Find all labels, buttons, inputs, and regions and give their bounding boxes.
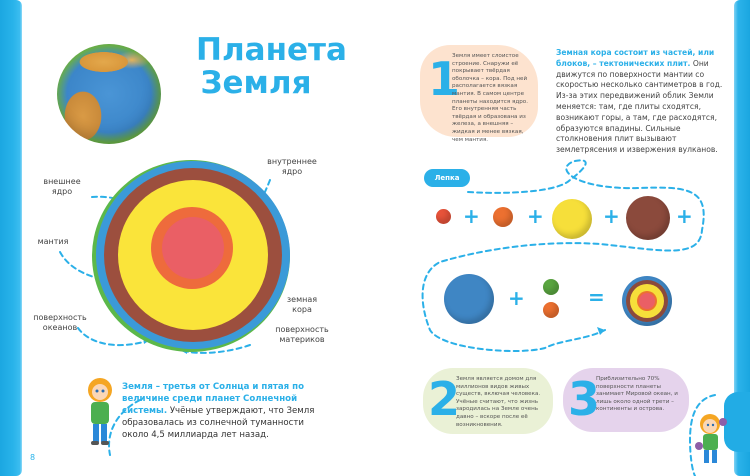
page-title-line-1: Планета	[196, 32, 347, 68]
cartoon-boy-with-balls-illustration	[695, 414, 727, 463]
model-inner-core	[639, 293, 655, 309]
plus-sign: +	[508, 286, 525, 310]
plates-text: Они движутся по поверхности мантии со ск…	[556, 58, 723, 155]
plates-paragraph: Земная кора состоит из частей, или блоко…	[556, 48, 728, 156]
page-title-line-2: Земля	[200, 65, 312, 101]
brown-ball	[626, 196, 670, 240]
red-ball	[436, 209, 451, 224]
plus-sign: +	[676, 204, 693, 228]
page-title: Планета Земля	[196, 32, 347, 101]
blue-ball	[444, 274, 494, 324]
fact-text-2: Земля является домом для миллионов видов…	[456, 376, 541, 428]
fact-text-1: Земля имеет слоистое строение. Снаружи е…	[452, 53, 528, 143]
label-ocean-surface: поверхность океанов	[33, 313, 87, 332]
fact-bubble-2	[423, 368, 553, 434]
plasticine-globe-image	[57, 44, 161, 144]
fact-number-3: 3	[568, 372, 601, 426]
plus-sign: +	[463, 204, 480, 228]
blue-plasticine-blob	[724, 392, 750, 452]
label-crust: земная кора	[286, 295, 318, 314]
fact-number-2: 2	[428, 372, 461, 426]
intro-text: Учёные утверждают, что Земля образовалас…	[122, 406, 315, 440]
intro-highlight: Земля – третья от Солнца и пятая по вели…	[122, 382, 305, 416]
green-ball	[543, 279, 559, 295]
blue-plasticine-edge-right	[734, 0, 750, 476]
fact-bubble-3	[563, 368, 689, 432]
label-mantle: мантия	[37, 237, 69, 246]
label-outer-core: внешнее ядро	[43, 177, 81, 196]
cartoon-boy-illustration	[88, 378, 112, 445]
plates-highlight: Земная кора состоит из частей, или блоко…	[556, 48, 715, 68]
modeling-tag: Лепка	[424, 169, 470, 187]
fact-bubble-1	[420, 45, 538, 137]
small-orange-ball	[543, 302, 559, 318]
orange-ball	[493, 207, 513, 227]
yellow-ball	[552, 199, 592, 239]
label-inner-core: внутреннее ядро	[267, 157, 317, 176]
label-continent-surface: поверхность материков	[275, 325, 329, 344]
page-number: 8	[30, 453, 36, 462]
fact-number-1: 1	[428, 52, 461, 106]
fact-text-3: Приблизительно 70% поверхности планеты з…	[596, 376, 678, 413]
plus-sign: +	[603, 204, 620, 228]
layer-inner-core	[162, 217, 224, 279]
blue-plasticine-edge-left	[0, 0, 22, 476]
equals-sign: =	[588, 285, 605, 309]
intro-paragraph: Земля – третья от Солнца и пятая по вели…	[122, 381, 332, 441]
plus-sign: +	[527, 204, 544, 228]
